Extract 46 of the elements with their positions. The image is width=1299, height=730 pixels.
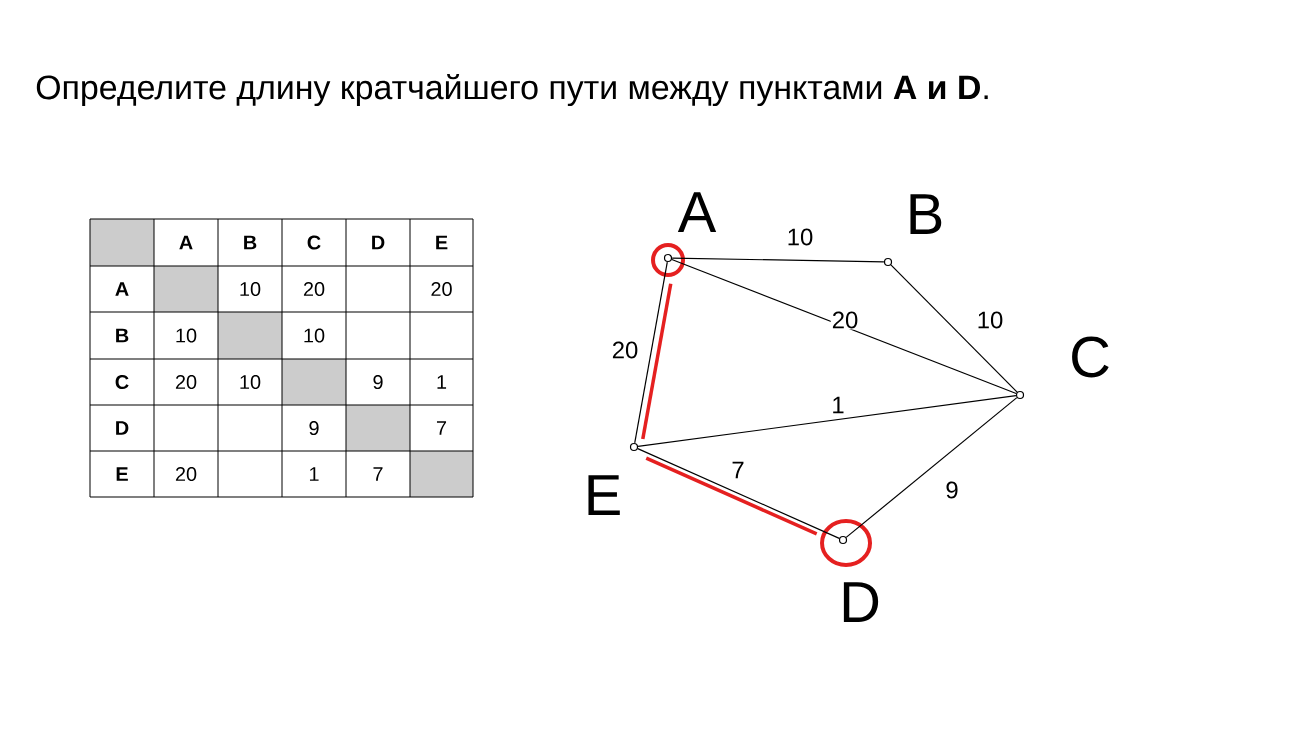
row-header: A bbox=[115, 282, 129, 296]
row-header: E bbox=[116, 467, 128, 481]
graph-edge bbox=[637, 448, 840, 539]
title: Определите длину кратчайшего пути между пунктами A и D. bbox=[36, 73, 988, 107]
row-header: C bbox=[115, 374, 129, 390]
graph-edge bbox=[671, 257, 885, 263]
row-header: D bbox=[116, 421, 129, 435]
vertex-letter: D bbox=[843, 582, 879, 622]
edge-label: 20 bbox=[612, 341, 638, 359]
table-value: 9 bbox=[373, 374, 383, 390]
vertex-letter: A bbox=[677, 192, 717, 232]
table-value: 10 bbox=[240, 374, 261, 390]
column-header: C bbox=[307, 235, 321, 250]
table-value: 9 bbox=[309, 420, 319, 436]
graph-edge bbox=[845, 397, 1018, 538]
table-value: 10 bbox=[176, 328, 197, 343]
graph-edge bbox=[890, 264, 1018, 393]
row-header: B bbox=[116, 328, 129, 343]
column-header: B bbox=[244, 235, 257, 250]
graph-edge bbox=[637, 394, 1017, 448]
table-value: 10 bbox=[304, 328, 325, 343]
table-value: 1 bbox=[437, 375, 447, 389]
column-header: E bbox=[436, 235, 448, 250]
column-header: D bbox=[372, 235, 385, 250]
graph-edge bbox=[645, 456, 818, 536]
graph-edge bbox=[671, 258, 1017, 395]
graph-edge bbox=[641, 283, 673, 440]
vertex-letter: E bbox=[588, 475, 620, 515]
table-value: 20 bbox=[431, 281, 452, 297]
edge-label: 9 bbox=[946, 481, 958, 499]
table-value: 10 bbox=[240, 281, 261, 297]
table-value: 20 bbox=[175, 466, 197, 482]
table-value: 7 bbox=[373, 467, 383, 481]
edge-label: 10 bbox=[978, 311, 1003, 329]
table-value: 20 bbox=[175, 374, 197, 390]
edge-label: 7 bbox=[732, 461, 744, 479]
edge-label: 10 bbox=[788, 228, 813, 246]
column-header: A bbox=[179, 235, 193, 250]
table-value: 7 bbox=[437, 421, 447, 435]
graph-edge bbox=[634, 261, 668, 444]
vertex-letter: C bbox=[1072, 336, 1109, 378]
edge-label: 1 bbox=[833, 396, 844, 414]
table-value: 20 bbox=[303, 281, 325, 297]
edge-label: 20 bbox=[832, 311, 858, 329]
table-value: 1 bbox=[310, 467, 319, 481]
vertex-letter: B bbox=[910, 194, 942, 234]
